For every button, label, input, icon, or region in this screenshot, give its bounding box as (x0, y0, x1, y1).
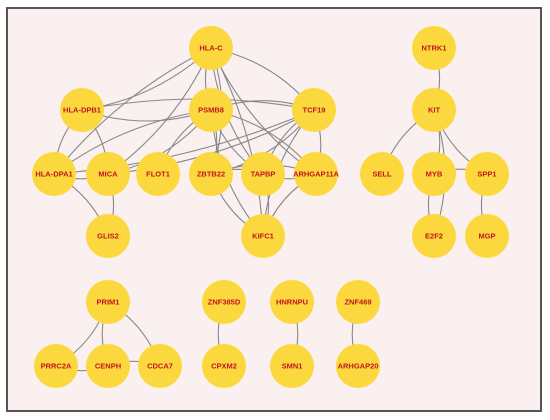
node-circle (294, 152, 338, 196)
node-circle (202, 280, 246, 324)
node-label: HNRNPU (276, 298, 308, 307)
node-cenph[interactable]: CENPH (86, 344, 130, 388)
node-hnrnpu[interactable]: HNRNPU (270, 280, 314, 324)
node-circle (138, 344, 182, 388)
node-label: MICA (98, 170, 118, 179)
diagram-frame (6, 7, 542, 412)
node-circle (86, 214, 130, 258)
node-label: GLIS2 (97, 232, 119, 241)
node-kifc1[interactable]: KIFC1 (241, 214, 285, 258)
node-label: PSMB8 (198, 106, 224, 115)
edge-hla-c-hla-dpa1 (53, 47, 212, 175)
node-hla-dpb1[interactable]: HLA-DPB1 (60, 88, 104, 132)
node-circle (270, 280, 314, 324)
node-label: PRRC2A (41, 362, 72, 371)
node-label: HLA-DPB1 (63, 106, 101, 115)
node-circle (412, 214, 456, 258)
node-cdca7[interactable]: CDCA7 (138, 344, 182, 388)
node-label: KIT (428, 106, 441, 115)
node-zbtb22[interactable]: ZBTB22 (189, 152, 233, 196)
node-hla-dpa1[interactable]: HLA-DPA1 (32, 152, 76, 196)
node-sell[interactable]: SELL (360, 152, 404, 196)
edge-hla-c-kifc1 (210, 47, 264, 237)
node-label: ARHGAP20 (338, 362, 379, 371)
node-circle (86, 280, 130, 324)
node-label: TAPBP (251, 170, 276, 179)
node-label: CPXM2 (211, 362, 237, 371)
node-circle (189, 26, 233, 70)
node-arhgap20[interactable]: ARHGAP20 (336, 344, 380, 388)
node-label: SPP1 (477, 170, 496, 179)
node-flot1[interactable]: FLOT1 (136, 152, 180, 196)
node-label: MYB (426, 170, 443, 179)
node-circle (241, 152, 285, 196)
node-circle (412, 88, 456, 132)
node-hla-c[interactable]: HLA-C (189, 26, 233, 70)
node-circle (86, 152, 130, 196)
node-circle (360, 152, 404, 196)
node-label: SMN1 (282, 362, 303, 371)
node-circle (136, 152, 180, 196)
node-prrc2a[interactable]: PRRC2A (34, 344, 78, 388)
node-circle (241, 214, 285, 258)
node-smn1[interactable]: SMN1 (270, 344, 314, 388)
node-e2f2[interactable]: E2F2 (412, 214, 456, 258)
node-circle (465, 152, 509, 196)
node-circle (292, 88, 336, 132)
node-label: MGP (478, 232, 495, 241)
node-circle (202, 344, 246, 388)
node-label: SELL (372, 170, 392, 179)
node-mgp[interactable]: MGP (465, 214, 509, 258)
node-circle (189, 88, 233, 132)
node-label: FLOT1 (146, 170, 170, 179)
node-circle (412, 152, 456, 196)
node-label: TCF19 (303, 106, 326, 115)
node-znf469[interactable]: ZNF469 (336, 280, 380, 324)
node-label: KIFC1 (252, 232, 274, 241)
node-arhgap11a[interactable]: ARHGAP11A (293, 152, 340, 196)
node-cpxm2[interactable]: CPXM2 (202, 344, 246, 388)
node-circle (60, 88, 104, 132)
node-label: HLA-C (199, 44, 223, 53)
node-circle (465, 214, 509, 258)
node-spp1[interactable]: SPP1 (465, 152, 509, 196)
node-label: ZNF469 (344, 298, 371, 307)
node-circle (86, 344, 130, 388)
node-circle (336, 280, 380, 324)
node-label: CENPH (95, 362, 121, 371)
node-kit[interactable]: KIT (412, 88, 456, 132)
node-label: ARHGAP11A (293, 170, 339, 179)
node-label: ZNF385D (208, 298, 241, 307)
node-glis2[interactable]: GLIS2 (86, 214, 130, 258)
node-label: PRIM1 (97, 298, 120, 307)
node-label: CDCA7 (147, 362, 173, 371)
node-circle (412, 26, 456, 70)
node-psmb8[interactable]: PSMB8 (189, 88, 233, 132)
node-myb[interactable]: MYB (412, 152, 456, 196)
node-circle (270, 344, 314, 388)
node-prim1[interactable]: PRIM1 (86, 280, 130, 324)
node-ntrk1[interactable]: NTRK1 (412, 26, 456, 70)
node-circle (336, 344, 380, 388)
node-circle (34, 344, 78, 388)
node-label: E2F2 (425, 232, 443, 241)
node-tapbp[interactable]: TAPBP (241, 152, 285, 196)
node-znf385d[interactable]: ZNF385D (202, 280, 246, 324)
node-label: NTRK1 (421, 44, 446, 53)
node-label: HLA-DPA1 (35, 170, 72, 179)
node-circle (32, 152, 76, 196)
node-mica[interactable]: MICA (86, 152, 130, 196)
node-label: ZBTB22 (197, 170, 225, 179)
node-tcf19[interactable]: TCF19 (292, 88, 336, 132)
node-circle (189, 152, 233, 196)
